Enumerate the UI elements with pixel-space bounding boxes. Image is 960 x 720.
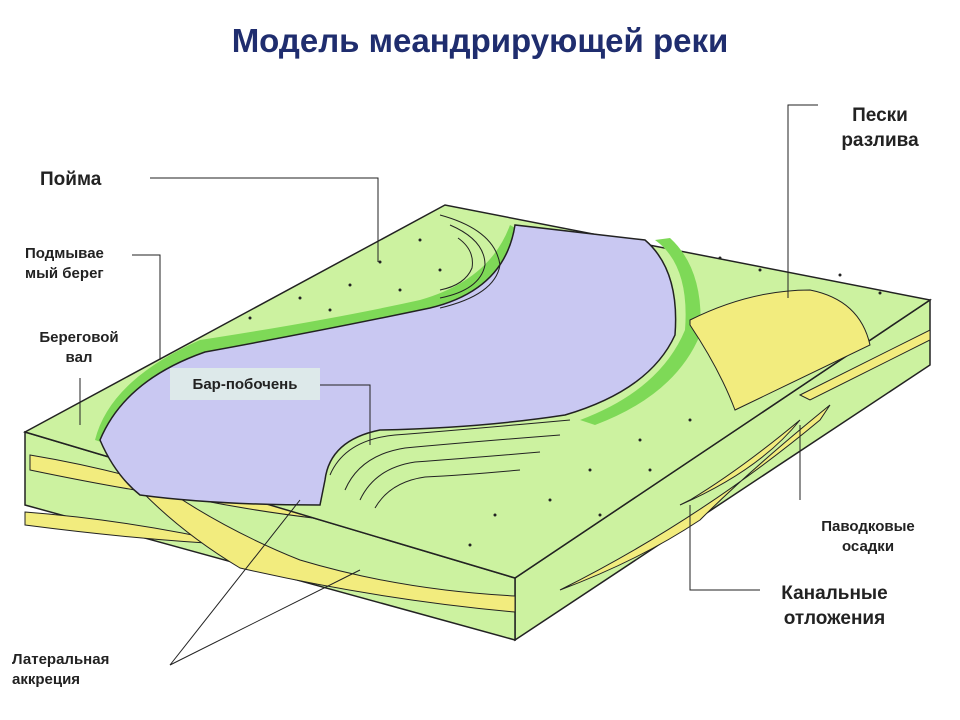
label-crevasse-splay: Пески разлива xyxy=(815,104,945,153)
channel-deposit-front xyxy=(108,454,516,613)
label-lateral-line1: Латеральная xyxy=(12,651,110,668)
right-sand-lens-1 xyxy=(559,404,831,591)
pointbar-scrolls xyxy=(329,419,571,509)
right-sand-lens-3 xyxy=(679,419,801,506)
label-levee-line2: вал xyxy=(65,348,93,366)
diagram-title: Модель меандрирующей реки xyxy=(231,22,729,59)
label-cutbank-line1: Подмывае xyxy=(25,245,104,262)
crevasse-splay xyxy=(689,289,871,411)
label-floodplain: Пойма xyxy=(40,169,102,190)
label-channel-line2: отложения xyxy=(783,607,886,629)
label-levee: Береговой вал xyxy=(24,328,134,367)
label-cutbank: Подмывае мый берег xyxy=(25,244,104,283)
label-flood-deposits: Паводковые осадки xyxy=(798,517,938,556)
label-flood-line2: осадки xyxy=(841,537,895,555)
label-flood-line1: Паводковые xyxy=(821,518,915,535)
label-lateral-line2: аккреция xyxy=(12,670,81,688)
levee-band-right xyxy=(580,238,701,425)
label-channel-deposits: Канальные отложения xyxy=(762,582,907,631)
right-sand-lens-2 xyxy=(798,329,931,401)
leader-lines xyxy=(79,104,818,666)
label-crevasse-line1: Пески xyxy=(852,105,908,126)
label-cutbank-line2: мый берег xyxy=(25,264,104,282)
river-channel xyxy=(99,224,677,506)
label-pointbar: Бар-побочень xyxy=(170,368,320,400)
label-crevasse-line2: разлива xyxy=(841,129,919,151)
label-levee-line1: Береговой xyxy=(39,329,119,346)
grass-tufts xyxy=(248,238,882,547)
label-channel-line1: Канальные xyxy=(781,583,888,604)
upper-scrolls xyxy=(439,214,501,309)
label-lateral-accretion: Латеральная аккреция xyxy=(12,650,109,689)
